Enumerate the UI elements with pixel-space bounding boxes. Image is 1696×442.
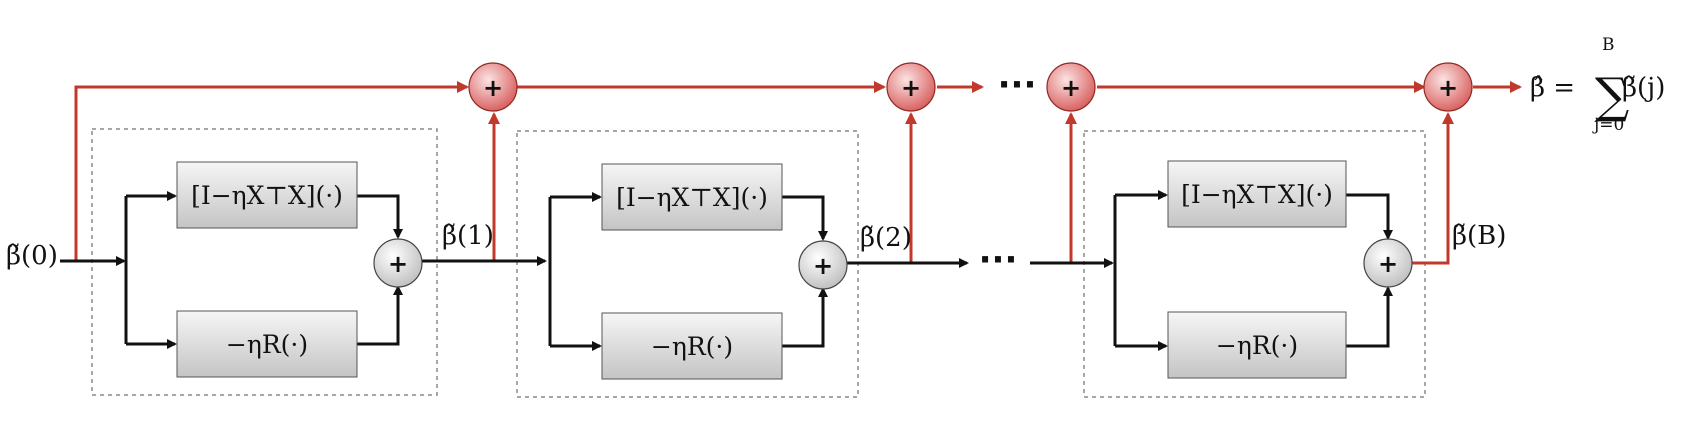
sum-node-symbol: + <box>1378 250 1398 278</box>
accumulator-node <box>468 62 518 112</box>
accumulator-symbol: + <box>901 74 921 102</box>
regularizer-box <box>176 310 358 378</box>
sum-node-symbol: + <box>813 252 833 280</box>
ellipsis-middle: ··· <box>979 240 1018 280</box>
summation-term: β̃(j) <box>1622 73 1665 103</box>
output-formula: β̂ = ∑ B j=0 β̃(j) <box>1530 35 1665 135</box>
identity-operator-label: [I−ηX⊤X](·) <box>191 181 343 210</box>
output-lhs: β̂ = <box>1530 73 1575 103</box>
identity-operator-box <box>1167 160 1347 228</box>
accumulator-1: + <box>468 62 518 112</box>
red-feed-sB <box>1412 112 1454 265</box>
block-1: [I−ηX⊤X](·) −ηR(·) + <box>176 161 423 378</box>
regularizer-label: −ηR(·) <box>226 330 308 359</box>
accumulator-3: + <box>1046 62 1096 112</box>
regularizer-label: −ηR(·) <box>651 332 733 361</box>
accumulator-2: + <box>886 62 936 112</box>
block-2: [I−ηX⊤X](·) −ηR(·) + <box>601 163 848 380</box>
accumulator-node <box>1423 62 1473 112</box>
sum-node <box>798 240 848 290</box>
summation-upper-limit: B <box>1602 35 1615 55</box>
accumulator-4: + <box>1423 62 1473 112</box>
regularizer-box <box>601 312 783 380</box>
accumulator-symbol: + <box>1438 74 1458 102</box>
identity-operator-box <box>601 163 783 231</box>
accumulator-node <box>886 62 936 112</box>
regularizer-label: −ηR(·) <box>1216 331 1298 360</box>
accumulator-symbol: + <box>483 74 503 102</box>
arrow-bottom-box2-sum <box>782 287 828 348</box>
regularizer-box <box>1167 311 1347 379</box>
signal-label-s2: β̃(2) <box>860 223 912 253</box>
signal-label-s1: β̃(1) <box>442 221 494 251</box>
sum-node <box>373 238 423 288</box>
arrow-top-box2-sum <box>782 195 828 241</box>
sum-node-symbol: + <box>388 250 408 278</box>
summation-lower-limit: j=0 <box>1592 115 1624 135</box>
arrow-bottom-box1-sum <box>357 285 403 346</box>
red-feed-input <box>74 81 469 261</box>
signal-label-input: β̃(0) <box>6 241 58 271</box>
arrow-top-box1-sum <box>357 194 403 239</box>
ellipsis-top: ··· <box>998 65 1037 105</box>
sum-node <box>1363 238 1413 288</box>
identity-operator-label: [I−ηX⊤X](·) <box>1181 180 1333 209</box>
accumulator-symbol: + <box>1061 74 1081 102</box>
signal-label-sB: β̃(B) <box>1452 221 1506 251</box>
arrow-bottom-box3-sum <box>1346 286 1393 348</box>
arrow-top-box3-sum <box>1346 193 1393 240</box>
identity-operator-box <box>176 161 358 229</box>
identity-operator-label: [I−ηX⊤X](·) <box>616 183 768 212</box>
summation-symbol: ∑ <box>1595 68 1629 124</box>
block-3: [I−ηX⊤X](·) −ηR(·) + <box>1167 160 1413 379</box>
accumulator-node <box>1046 62 1096 112</box>
